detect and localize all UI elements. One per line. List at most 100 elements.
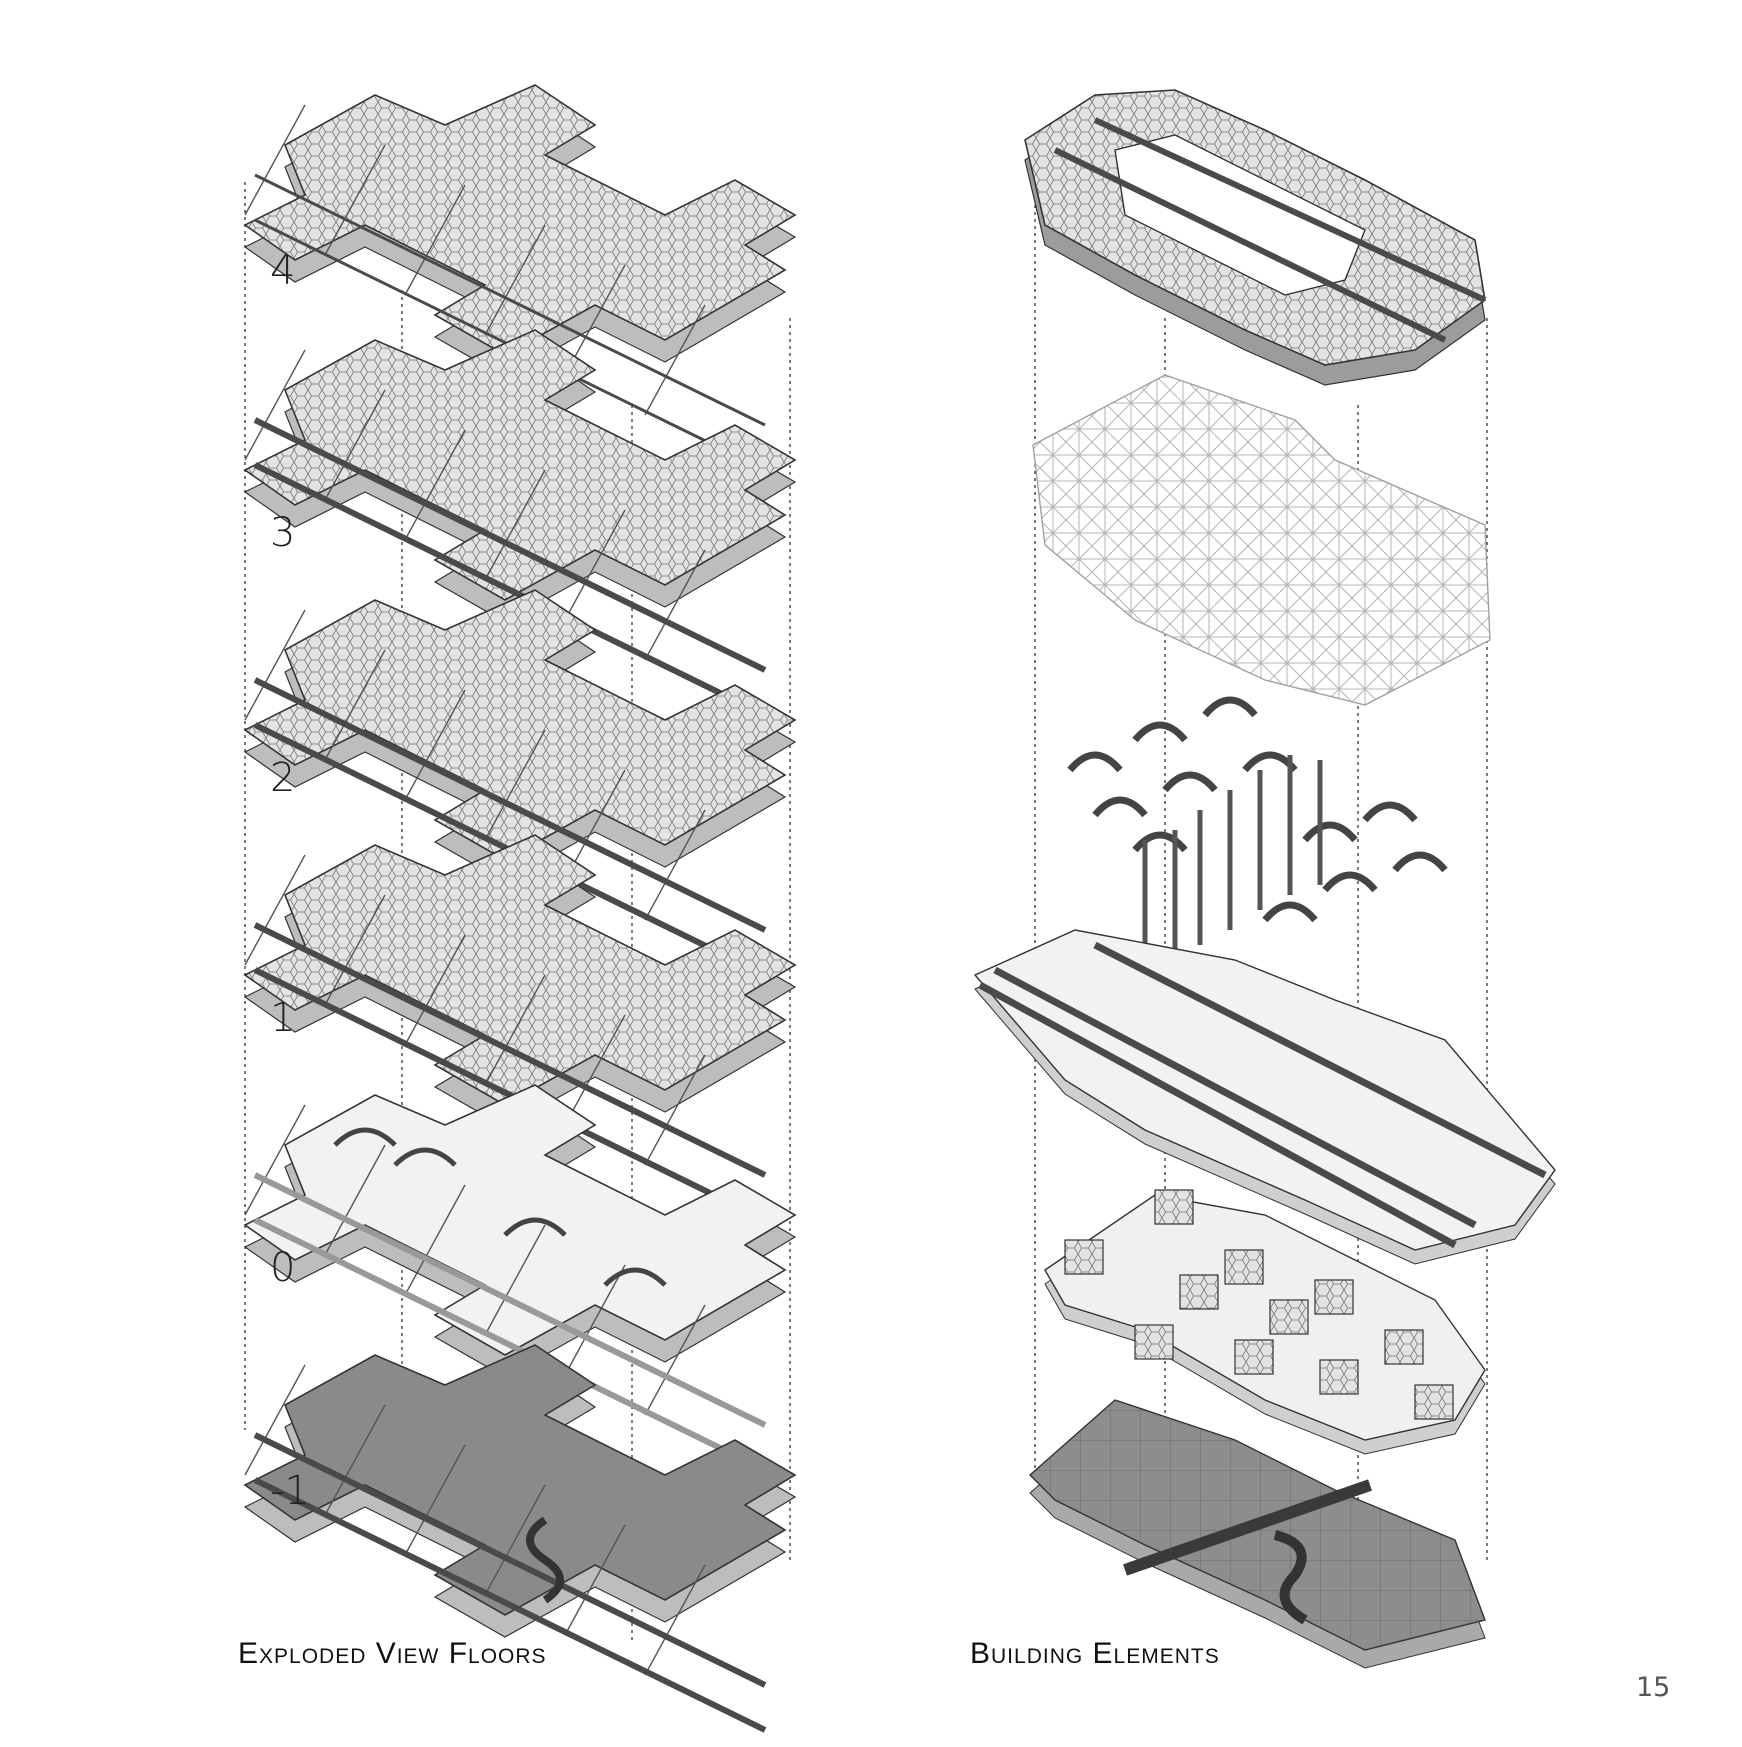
structural-grid-line bbox=[644, 809, 706, 921]
curved-stair-element bbox=[1092, 796, 1148, 818]
hex-core-block bbox=[1154, 1189, 1194, 1225]
floor-slab-group bbox=[243, 329, 797, 718]
structural-grid-line bbox=[244, 104, 306, 216]
floor-label-4: 4 bbox=[270, 248, 296, 294]
hex-core-block bbox=[1269, 1299, 1309, 1335]
stairs-columns-group bbox=[1067, 696, 1448, 960]
structural-grid-line bbox=[484, 469, 546, 581]
curved-stair-element bbox=[1262, 901, 1318, 923]
longitudinal-beam bbox=[253, 1432, 767, 1688]
core-floor-group bbox=[1044, 1189, 1486, 1455]
curved-stair-element bbox=[1302, 821, 1358, 843]
hex-core-block bbox=[1134, 1324, 1174, 1360]
exploded-floors-stack bbox=[243, 84, 797, 1733]
structural-grid-line bbox=[404, 429, 466, 541]
longitudinal-beam bbox=[253, 1172, 767, 1428]
rail-track bbox=[1093, 941, 1547, 1179]
structural-grid-line bbox=[324, 894, 386, 1006]
floor-label-minus-1: -1 bbox=[270, 1468, 310, 1514]
floor-label-1: 1 bbox=[270, 995, 296, 1041]
page-number: 15 bbox=[1636, 1672, 1671, 1703]
hex-core-block bbox=[1224, 1249, 1264, 1285]
structural-grid-line bbox=[244, 854, 306, 966]
space-frame-group bbox=[1032, 374, 1491, 706]
longitudinal-beam bbox=[253, 922, 767, 1178]
floor-label-0: 0 bbox=[270, 1245, 296, 1291]
floor-slab-group bbox=[243, 834, 797, 1223]
longitudinal-beam bbox=[253, 677, 767, 933]
hex-core-block bbox=[1234, 1339, 1274, 1375]
structural-grid-line bbox=[644, 1564, 706, 1676]
floor-slab-group bbox=[243, 84, 797, 472]
structural-grid-line bbox=[484, 974, 546, 1086]
roof-ridge-beam bbox=[1053, 147, 1447, 343]
floor-label-2: 2 bbox=[270, 755, 296, 801]
curved-stair bbox=[393, 1147, 457, 1167]
longitudinal-beam bbox=[253, 1477, 767, 1733]
base-rail-track bbox=[1123, 1479, 1372, 1576]
floor-slab-group bbox=[243, 1084, 797, 1473]
structural-grid-line bbox=[484, 729, 546, 841]
longitudinal-beam bbox=[253, 462, 767, 718]
caption-exploded-view-floors: Exploded View Floors bbox=[238, 1637, 547, 1670]
structural-grid-line bbox=[484, 1484, 546, 1596]
curved-stair-element bbox=[1202, 696, 1258, 718]
base-ramp-loop bbox=[1273, 1530, 1308, 1625]
hex-core-block bbox=[1314, 1279, 1354, 1315]
longitudinal-beam bbox=[253, 417, 767, 673]
longitudinal-beam bbox=[254, 173, 766, 427]
space-frame-lattice bbox=[1032, 374, 1491, 706]
structural-grid-line bbox=[324, 1404, 386, 1516]
curved-stair-element bbox=[1132, 721, 1188, 743]
curved-stair bbox=[333, 1127, 397, 1147]
roof-opening bbox=[1114, 134, 1366, 296]
structural-grid-line bbox=[404, 689, 466, 801]
structural-grid-line bbox=[484, 1224, 546, 1336]
structural-grid-line bbox=[244, 1364, 306, 1476]
structural-grid-line bbox=[564, 1524, 626, 1636]
structural-grid-line bbox=[564, 509, 626, 621]
caption-building-elements: Building Elements bbox=[970, 1637, 1220, 1670]
rail-track bbox=[978, 981, 1457, 1249]
hex-core-block bbox=[1064, 1239, 1104, 1275]
structural-grid-line bbox=[324, 144, 386, 256]
track-platform-group bbox=[973, 929, 1556, 1265]
base-slab-group bbox=[1028, 1399, 1486, 1669]
floor-slab-group bbox=[243, 1344, 797, 1733]
floor-slab-group bbox=[243, 589, 797, 978]
hex-core-block bbox=[1384, 1329, 1424, 1365]
structural-grid-line bbox=[644, 304, 706, 416]
structural-grid-line bbox=[404, 1444, 466, 1556]
structural-grid-line bbox=[324, 389, 386, 501]
longitudinal-beam bbox=[253, 1217, 767, 1473]
curved-stair bbox=[503, 1217, 567, 1237]
structural-grid-line bbox=[324, 1144, 386, 1256]
floor-slab-top bbox=[243, 84, 797, 356]
roof-ridge-beam bbox=[1093, 117, 1487, 303]
curved-stair bbox=[603, 1267, 667, 1287]
hex-core-block bbox=[1319, 1359, 1359, 1395]
hex-core-block bbox=[1414, 1384, 1454, 1420]
building-elements-stack bbox=[973, 89, 1556, 1669]
longitudinal-beam bbox=[253, 967, 767, 1223]
curved-stair-element bbox=[1132, 831, 1188, 853]
structural-grid-line bbox=[564, 1264, 626, 1376]
ramp-loop bbox=[526, 1516, 564, 1604]
structural-grid-line bbox=[404, 1184, 466, 1296]
curved-stair-element bbox=[1322, 871, 1378, 893]
curved-stair-element bbox=[1392, 851, 1448, 873]
structural-grid-line bbox=[404, 184, 466, 296]
structural-grid-line bbox=[564, 1014, 626, 1126]
structural-grid-line bbox=[644, 549, 706, 661]
structural-grid-line bbox=[244, 609, 306, 721]
structural-grid-line bbox=[644, 1054, 706, 1166]
structural-grid-line bbox=[244, 1104, 306, 1216]
structural-grid-line bbox=[484, 224, 546, 336]
core-floor-top bbox=[1044, 1194, 1486, 1441]
floor-label-3: 3 bbox=[270, 510, 296, 556]
structural-grid-line bbox=[644, 1304, 706, 1416]
hex-core-block bbox=[1179, 1274, 1219, 1310]
structural-grid-line bbox=[324, 649, 386, 761]
